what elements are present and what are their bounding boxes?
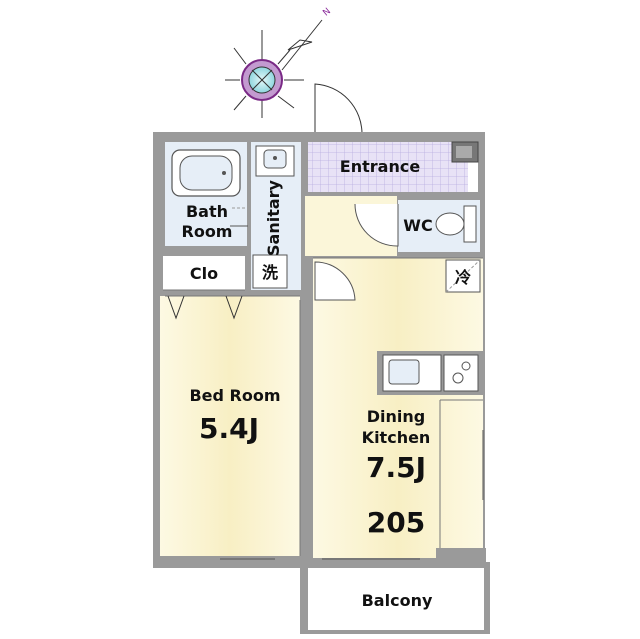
north-label: N (321, 7, 333, 19)
dk-door[interactable] (314, 261, 356, 301)
closet-label: Clo (190, 264, 218, 283)
bedroom-size: 5.4J (199, 412, 259, 445)
dining-kitchen (313, 258, 483, 558)
compass: N (225, 7, 333, 118)
bathtub (171, 149, 241, 197)
closet (163, 256, 245, 290)
dining-label-line1: Dining (367, 407, 425, 426)
kitchen-counter (377, 351, 483, 395)
washer-space (252, 254, 288, 289)
balcony-label: Balcony (362, 591, 433, 610)
dining-size: 7.5J (366, 451, 426, 484)
bath-label-line2: Room (182, 222, 233, 241)
washbasin (255, 145, 295, 177)
bedroom-label: Bed Room (189, 386, 280, 405)
wc-door[interactable] (354, 203, 399, 247)
bath-label-line1: Bath (186, 202, 228, 221)
dining-label-line2: Kitchen (362, 428, 431, 447)
bedroom (160, 296, 300, 556)
unit-number: 205 (367, 506, 425, 539)
fridge-label: 冷 (455, 268, 471, 287)
entrance-area (308, 142, 468, 192)
washer-label: 洗 (262, 263, 278, 282)
sanitary-label: Sanitary (264, 179, 283, 256)
toilet (435, 205, 477, 243)
wc-label: WC (403, 216, 432, 235)
entrance-label: Entrance (340, 157, 421, 176)
entrance-door[interactable] (314, 83, 363, 135)
closet-doors[interactable] (167, 295, 243, 320)
